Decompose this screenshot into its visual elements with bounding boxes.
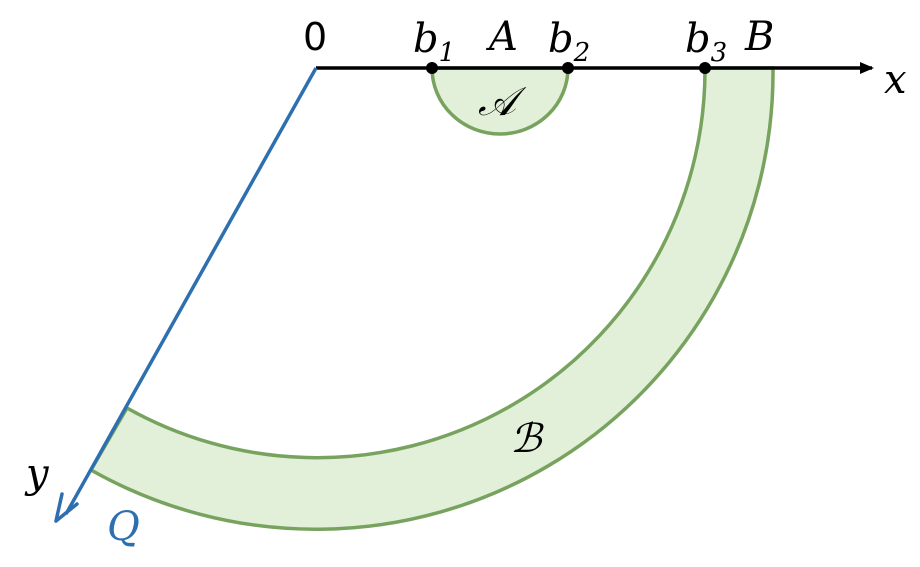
- label-B: B: [744, 14, 774, 60]
- label-b3: b3: [685, 16, 727, 68]
- point-b3: [699, 62, 711, 74]
- point-b2: [562, 62, 574, 74]
- region-b-shape: [88, 66, 775, 531]
- label-b1: b1: [413, 16, 455, 68]
- point-b1: [426, 62, 438, 74]
- region-a-shape: [430, 66, 570, 136]
- label-y-axis: y: [24, 451, 50, 497]
- y-arrowhead: [54, 492, 79, 523]
- y-axis-ray: [64, 67, 318, 515]
- label-A: A: [485, 14, 518, 60]
- label-b2: b2: [548, 16, 590, 68]
- label-Q: Q: [107, 504, 140, 550]
- label-origin: 0: [303, 15, 327, 59]
- label-x-axis: x: [884, 57, 907, 103]
- label-region-B: ℬ: [510, 416, 544, 462]
